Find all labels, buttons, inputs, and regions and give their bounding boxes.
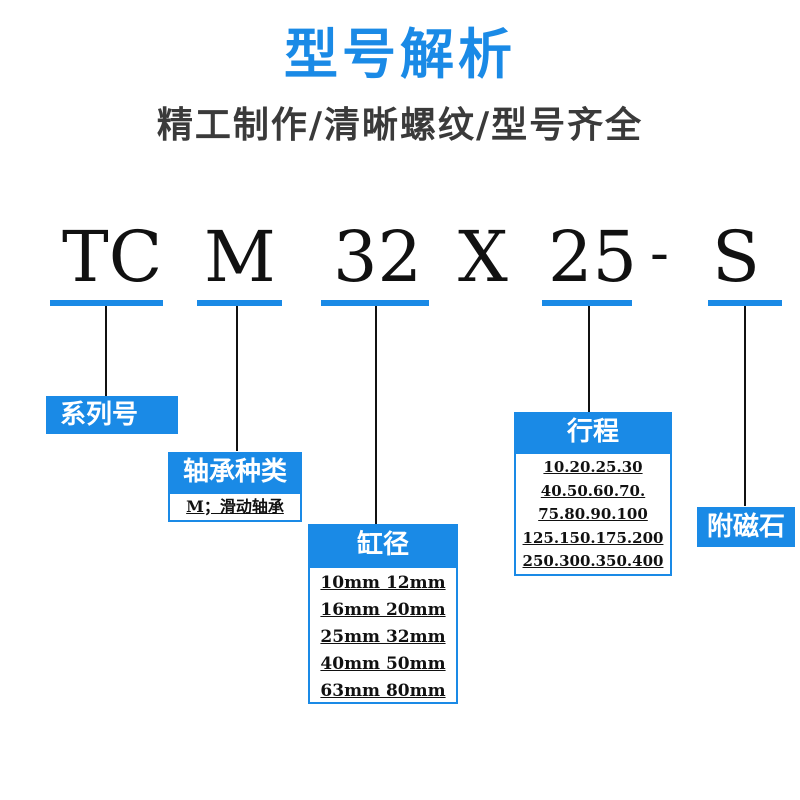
stroke-row: 40.50.60.70. [540,481,646,500]
code-stroke: 25 [548,216,638,298]
page-title: 型号解析 [284,23,516,86]
code-x: X [458,216,508,298]
bore-label: 缸径 [308,524,458,566]
stroke-row: 10.20.25.30 [543,458,643,476]
connector-bore [375,306,377,524]
connector-stroke [588,306,590,412]
stroke-row: 250.300.350.400 [522,552,664,570]
connector-bearing [236,306,238,451]
underline-bore [321,300,429,306]
stroke-label: 行程 [514,412,672,452]
bore-box: 10mm 12mm 16mm 20mm 25mm 32mm 40mm 50mm … [308,566,458,704]
bore-row: 10mm 12mm [320,573,446,593]
stroke-box: 10.20.25.30 40.50.60.70. 75.80.90.100 12… [514,452,672,576]
underline-stroke [542,300,632,306]
code-bearing: M [204,216,276,298]
bearing-box: M；滑动轴承 [168,492,302,522]
bore-row: 16mm 20mm [320,600,446,620]
stroke-row: 125.150.175.200 [522,528,664,547]
page-subtitle: 精工制作/清晰螺纹/型号齐全 [156,105,644,146]
code-magnet: S [712,216,760,298]
code-bore: 32 [333,216,423,298]
underline-series [50,300,163,306]
bore-row: 63mm 80mm [320,681,446,701]
series-label: 系列号 [46,396,178,434]
bearing-desc: M；滑动轴承 [186,497,284,516]
code-series: TC [62,216,163,298]
code-dash: - [650,221,669,286]
underline-magnet [708,300,782,306]
underline-bearing [197,300,282,306]
stroke-row: 75.80.90.100 [538,505,648,523]
bore-row: 25mm 32mm [320,627,446,647]
bearing-label: 轴承种类 [168,452,302,492]
magnet-label: 附磁石 [697,507,795,547]
connector-magnet [744,306,746,506]
bore-row: 40mm 50mm [320,654,446,674]
connector-series [105,306,107,396]
